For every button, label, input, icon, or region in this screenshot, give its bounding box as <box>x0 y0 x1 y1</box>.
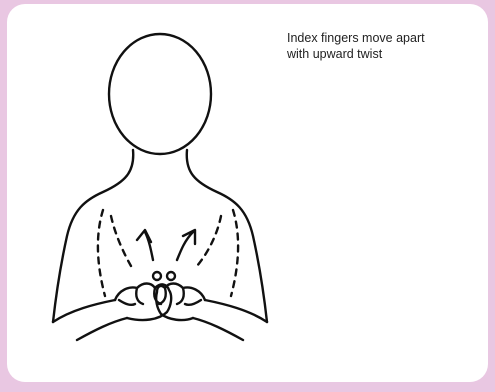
sign-card: Index fingers move apart with upward twi… <box>7 4 488 382</box>
left-motion-dash-outer <box>98 210 105 296</box>
right-forearm <box>193 300 267 340</box>
left-movement-arrow <box>137 230 153 260</box>
left-motion-dash-inner <box>111 216 131 266</box>
head-outline <box>109 34 211 154</box>
body-outline <box>53 150 267 322</box>
right-index-tip <box>167 272 175 280</box>
right-fingers <box>159 288 201 305</box>
right-motion-dash-inner <box>197 216 221 266</box>
right-motion-dash-outer <box>231 210 238 296</box>
right-movement-arrow <box>177 230 195 260</box>
left-fingers <box>119 288 161 305</box>
instruction-line-1: Index fingers move apart <box>287 30 487 46</box>
sign-instruction: Index fingers move apart with upward twi… <box>287 30 487 62</box>
left-forearm <box>53 300 127 340</box>
left-index-tip <box>153 272 161 280</box>
instruction-line-2: with upward twist <box>287 46 487 62</box>
